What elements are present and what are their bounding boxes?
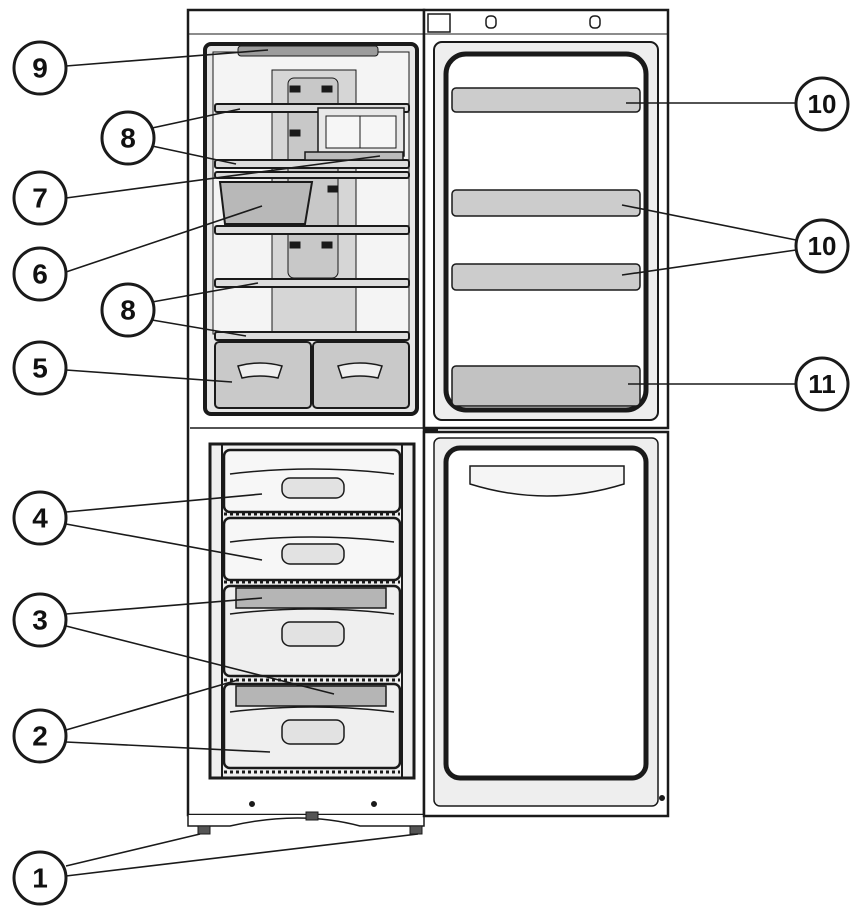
callout-10-top: 10 bbox=[794, 76, 850, 132]
leader-lines bbox=[65, 49, 797, 877]
callout-label-7: 7 bbox=[32, 183, 48, 214]
cabinet bbox=[186, 8, 426, 835]
bottom-drawer bbox=[222, 682, 402, 770]
callout-2: 2 bbox=[12, 708, 68, 764]
door-bottle-balcony bbox=[451, 365, 641, 407]
callout-5: 5 bbox=[12, 340, 68, 396]
callout-6: 6 bbox=[12, 246, 68, 302]
callout-label-8-lower: 8 bbox=[120, 295, 136, 326]
callout-label-3: 3 bbox=[32, 605, 48, 636]
callout-11: 11 bbox=[794, 356, 850, 412]
glass-shelves-lower bbox=[214, 225, 410, 288]
callout-label-5: 5 bbox=[32, 353, 48, 384]
fridge-door bbox=[422, 8, 670, 432]
light-unit bbox=[237, 45, 379, 57]
callout-label-9: 9 bbox=[32, 53, 48, 84]
callout-8-upper: 8 bbox=[100, 110, 156, 166]
food-container bbox=[218, 181, 314, 225]
ice-tray-lower bbox=[235, 685, 387, 707]
freezer-drawers bbox=[222, 448, 402, 584]
callout-3: 3 bbox=[12, 592, 68, 648]
door-balcony-middle bbox=[451, 189, 641, 217]
callout-label-6: 6 bbox=[32, 259, 48, 290]
callout-label-1: 1 bbox=[32, 863, 48, 894]
door-balcony-lower bbox=[451, 263, 641, 291]
callout-7: 7 bbox=[12, 170, 68, 226]
callout-label-8-upper: 8 bbox=[120, 123, 136, 154]
ice-tray-upper bbox=[235, 587, 387, 609]
callout-1: 1 bbox=[12, 850, 68, 906]
adjustable-foot-right bbox=[409, 825, 423, 835]
callout-label-10-top: 10 bbox=[808, 89, 837, 119]
callout-10-middle: 10 bbox=[794, 218, 850, 274]
adjustable-foot-left bbox=[197, 825, 211, 835]
door-balcony-top bbox=[451, 87, 641, 113]
callout-label-4: 4 bbox=[32, 503, 48, 534]
callout-4: 4 bbox=[12, 490, 68, 546]
crisper-drawers bbox=[214, 341, 410, 409]
callouts: 1 2 3 4 5 6 7 8 8 9 10 10 11 bbox=[12, 40, 850, 906]
freezer-door bbox=[422, 430, 670, 818]
callout-8-lower: 8 bbox=[100, 282, 156, 338]
callout-label-2: 2 bbox=[32, 721, 48, 752]
callout-label-11: 11 bbox=[808, 369, 836, 399]
callout-9: 9 bbox=[12, 40, 68, 96]
callout-label-10-middle: 10 bbox=[808, 231, 837, 261]
